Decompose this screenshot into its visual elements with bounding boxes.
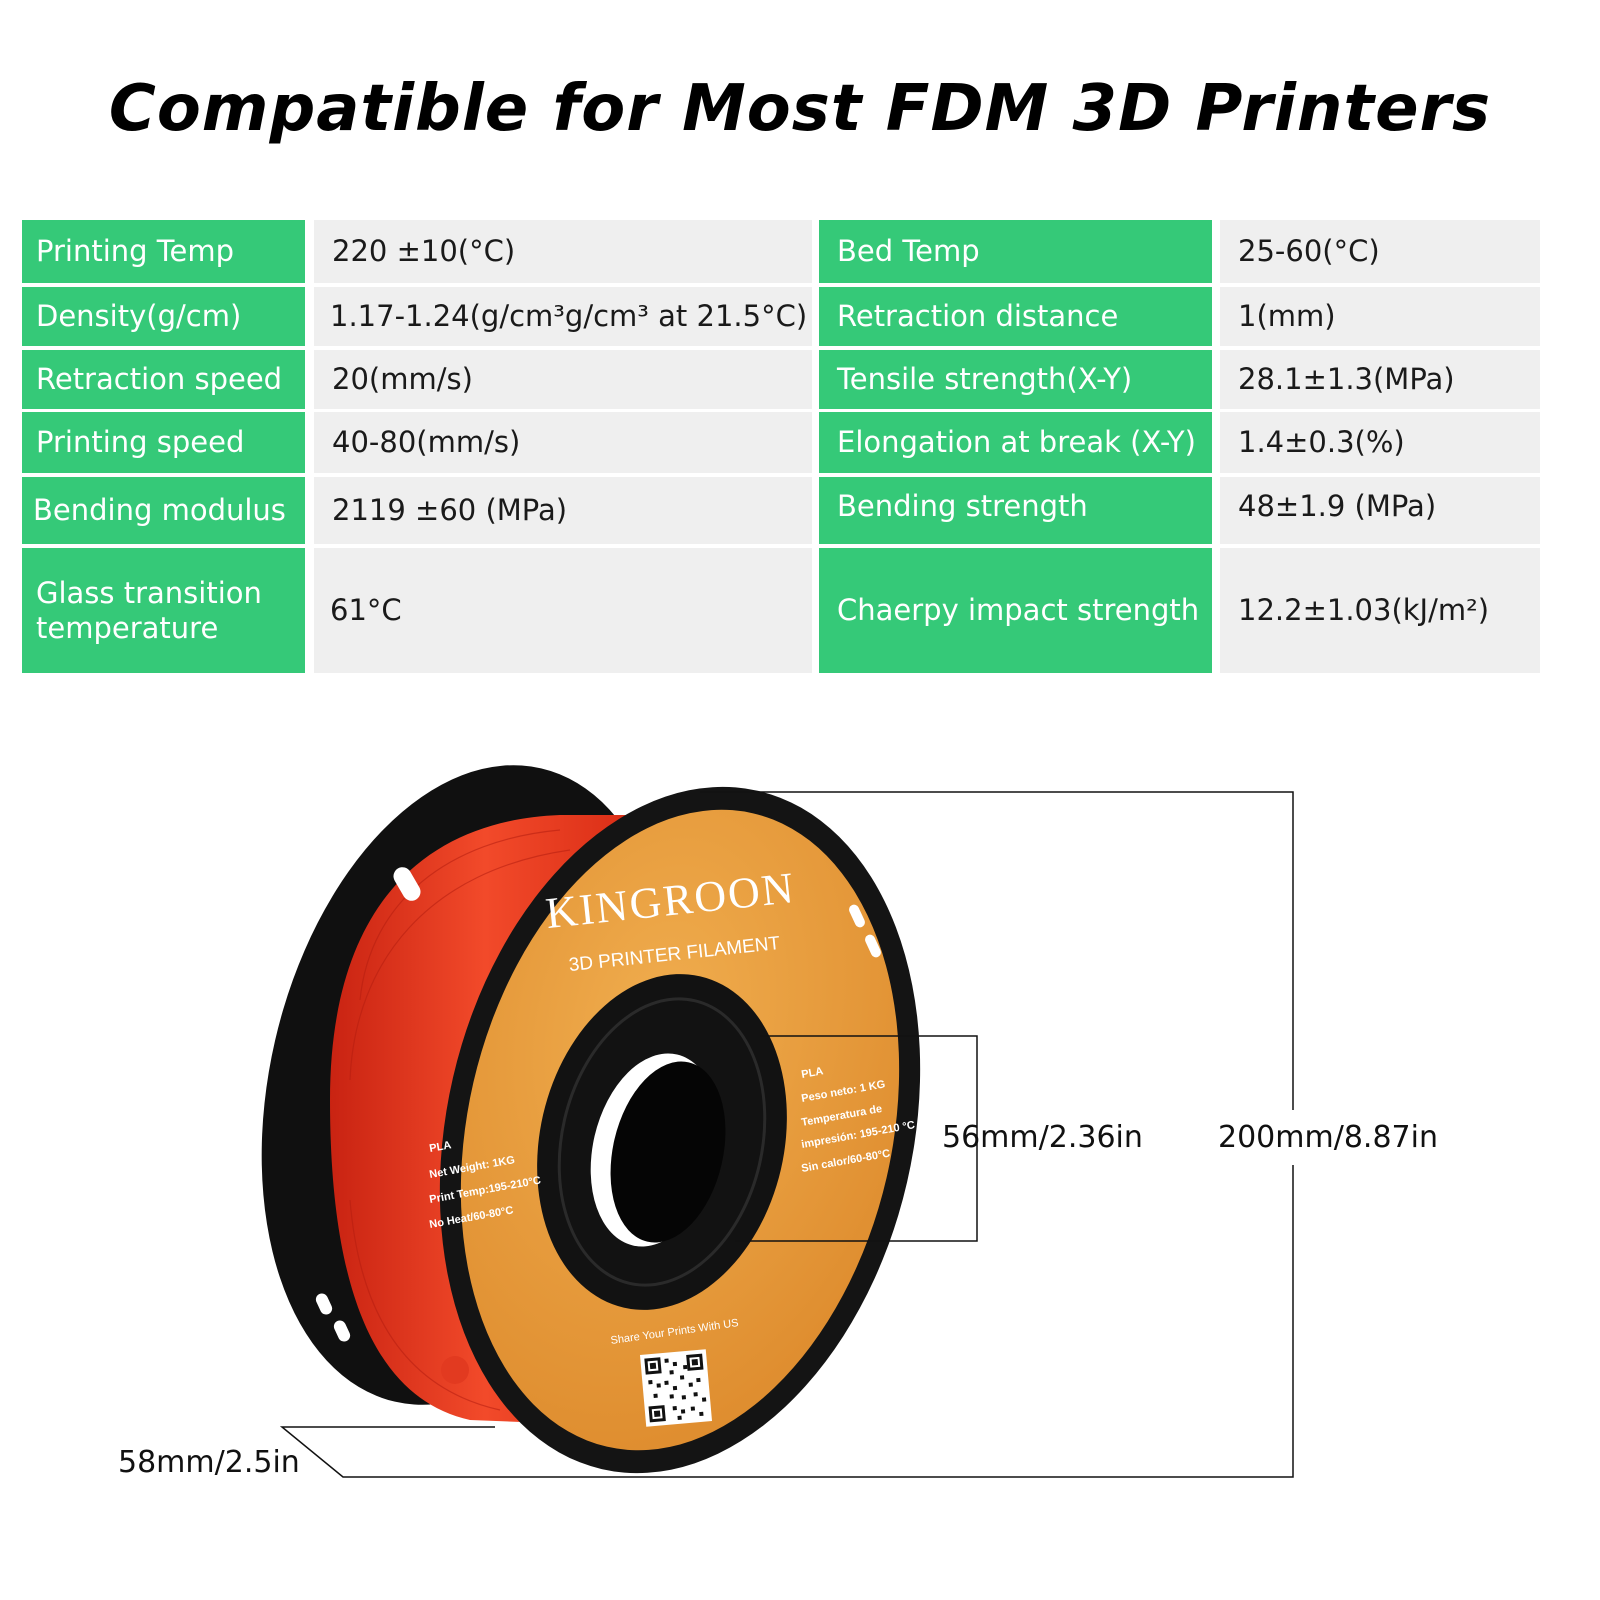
spec-label-printing-speed: Printing speed xyxy=(22,412,305,473)
spec-value-retraction-distance: 1(mm) xyxy=(1220,287,1540,346)
spec-value-printing-speed: 40-80(mm/s) xyxy=(314,412,812,473)
spec-value-bed-temp: 25-60(°C) xyxy=(1220,220,1540,283)
spec-label-retraction-speed: Retraction speed xyxy=(22,350,305,409)
spec-label-glass-transition: Glass transition temperature xyxy=(22,548,305,673)
spec-label-retraction-distance: Retraction distance xyxy=(819,287,1212,346)
filament-spool-illustration: KINGROON 3D PRINTER FILAMENT PLA Net Wei… xyxy=(261,765,1294,1478)
spec-label-printing-temp: Printing Temp xyxy=(22,220,305,283)
spec-value-printing-temp: 220 ±10(°C) xyxy=(314,220,812,283)
spool-right-label-line: PLA xyxy=(800,1065,824,1081)
spec-value-impact-strength: 12.2±1.03(kJ/m²) xyxy=(1220,548,1540,673)
outer-diameter-label: 200mm/8.87in xyxy=(1218,1120,1438,1155)
spool-width-label: 58mm/2.5in xyxy=(118,1445,300,1480)
spec-value-density: 1.17-1.24(g/cm³g/cm³ at 21.5°C) xyxy=(314,287,812,346)
spec-label-elongation: Elongation at break (X-Y) xyxy=(819,412,1212,473)
spec-label-bending-strength: Bending strength xyxy=(819,477,1212,544)
spec-value-retraction-speed: 20(mm/s) xyxy=(314,350,812,409)
spec-value-bending-strength: 48±1.9 (MPa) xyxy=(1220,477,1540,544)
spec-label-bed-temp: Bed Temp xyxy=(819,220,1212,283)
spec-label-impact-strength: Chaerpy impact strength xyxy=(819,548,1212,673)
spool-left-label-line: PLA xyxy=(428,1139,452,1155)
inner-diameter-label: 56mm/2.36in xyxy=(942,1120,1143,1155)
outer-dimension-line-lower xyxy=(279,1165,1294,1478)
spec-value-glass-transition: 61°C xyxy=(314,548,812,673)
qr-code-icon xyxy=(639,1349,713,1427)
spec-label-density: Density(g/cm) xyxy=(22,287,305,346)
page-title: Compatible for Most FDM 3D Printers xyxy=(108,72,1492,146)
spec-value-elongation: 1.4±0.3(%) xyxy=(1220,412,1540,473)
inner-dimension-bracket xyxy=(735,1035,978,1242)
spec-label-bending-modulus: Bending modulus xyxy=(22,477,305,544)
outer-dimension-line xyxy=(700,791,1294,1110)
spec-value-bending-modulus: 2119 ±60 (MPa) xyxy=(314,477,812,544)
spec-label-tensile-strength: Tensile strength(X-Y) xyxy=(819,350,1212,409)
spec-value-tensile-strength: 28.1±1.3(MPa) xyxy=(1220,350,1540,409)
